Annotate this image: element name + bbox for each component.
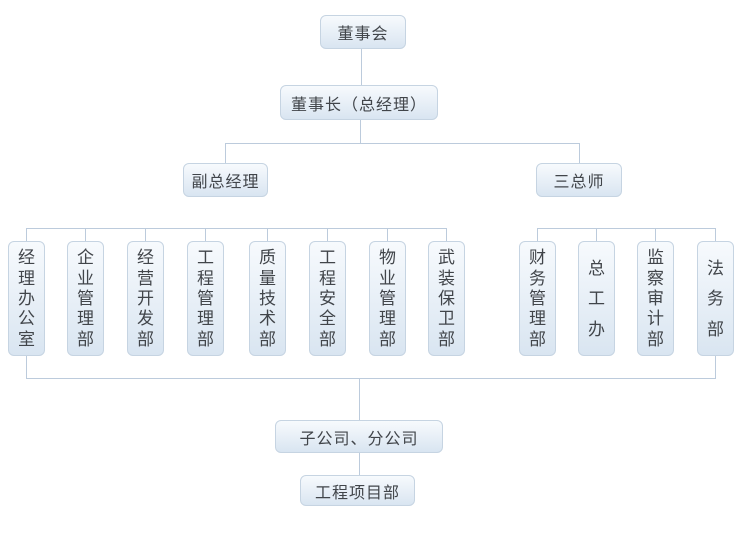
connector-subsidiaries-project [359, 453, 360, 475]
connector-stub-dept-6 [327, 228, 328, 241]
node-deputy-gm: 副总经理 [183, 163, 268, 197]
connector-rail-bottom [26, 378, 716, 379]
connector-board-chairman [361, 49, 362, 86]
connector-stub-dept-11 [655, 228, 656, 241]
node-dept-supervision-audit: 监察审计部 [637, 241, 674, 356]
connector-stub-dept-1 [26, 228, 27, 241]
node-dept-finance-management: 财务管理部 [519, 241, 556, 356]
connector-stub-dept-8 [446, 228, 447, 241]
node-dept-business-development: 经营开发部 [127, 241, 164, 356]
connector-rail-chief-depts [537, 228, 716, 229]
node-board: 董事会 [320, 15, 406, 49]
connector-stub-dept-5 [267, 228, 268, 241]
node-project-dept: 工程项目部 [300, 475, 415, 506]
connector-stub-dept-4 [205, 228, 206, 241]
connector-stub-dept-9 [537, 228, 538, 241]
connector-stub-dept-3 [145, 228, 146, 241]
connector-chairman-stub [360, 120, 361, 143]
connector-stub-dept-10 [596, 228, 597, 241]
node-dept-engineering-safety: 工程安全部 [309, 241, 346, 356]
connector-stub-dept-12 [715, 228, 716, 241]
node-three-chiefs: 三总师 [536, 163, 622, 197]
connector-drop-chiefs [579, 143, 580, 163]
connector-drop-deputy [225, 143, 226, 163]
node-subsidiaries: 子公司、分公司 [275, 420, 443, 453]
node-dept-armed-security: 武装保卫部 [428, 241, 465, 356]
node-dept-legal-affairs: 法务部 [697, 241, 734, 356]
node-dept-engineering-management: 工程管理部 [187, 241, 224, 356]
node-dept-property-management: 物业管理部 [369, 241, 406, 356]
connector-below-dept-1 [26, 356, 27, 378]
connector-rail-level2 [225, 143, 580, 144]
connector-drop-subsidiaries [359, 378, 360, 420]
node-dept-quality-technology: 质量技术部 [249, 241, 286, 356]
connector-rail-deputy-depts [26, 228, 447, 229]
node-dept-manager-office: 经理办公室 [8, 241, 45, 356]
node-dept-enterprise-management: 企业管理部 [67, 241, 104, 356]
connector-stub-dept-7 [387, 228, 388, 241]
node-dept-chief-engineer-office: 总工办 [578, 241, 615, 356]
node-chairman: 董事长（总经理） [280, 85, 438, 120]
connector-below-dept-12 [715, 356, 716, 378]
connector-stub-dept-2 [85, 228, 86, 241]
